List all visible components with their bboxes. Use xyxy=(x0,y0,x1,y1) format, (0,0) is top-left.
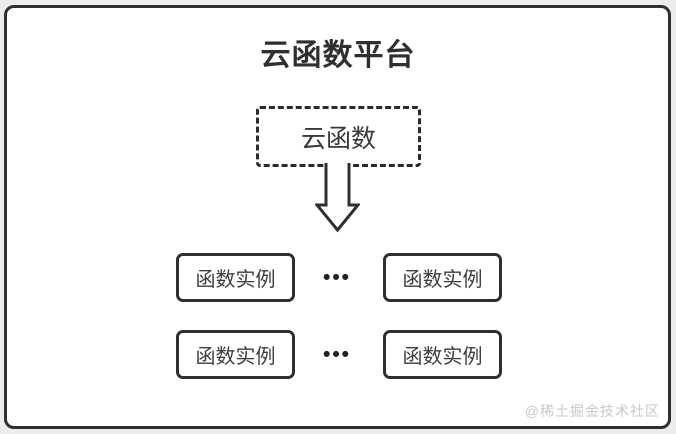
function-instance-node: 函数实例 xyxy=(176,330,295,379)
ellipsis-dots: ••• xyxy=(322,266,352,289)
function-instance-label: 函数实例 xyxy=(195,269,276,291)
watermark: @稀土掘金技术社区 xyxy=(524,403,660,419)
cloud-function-label: 云函数 xyxy=(300,124,376,153)
function-instance-node: 函数实例 xyxy=(383,330,502,379)
down-arrow-icon xyxy=(315,163,360,233)
function-instance-label: 函数实例 xyxy=(402,346,483,368)
cloud-function-node: 云函数 xyxy=(256,106,421,167)
function-instance-label: 函数实例 xyxy=(195,346,276,368)
diagram-title: 云函数平台 xyxy=(260,39,416,72)
function-instance-label: 函数实例 xyxy=(402,269,483,291)
ellipsis-dots: ••• xyxy=(322,343,352,366)
function-instance-node: 函数实例 xyxy=(176,253,295,302)
function-instance-node: 函数实例 xyxy=(383,253,502,302)
